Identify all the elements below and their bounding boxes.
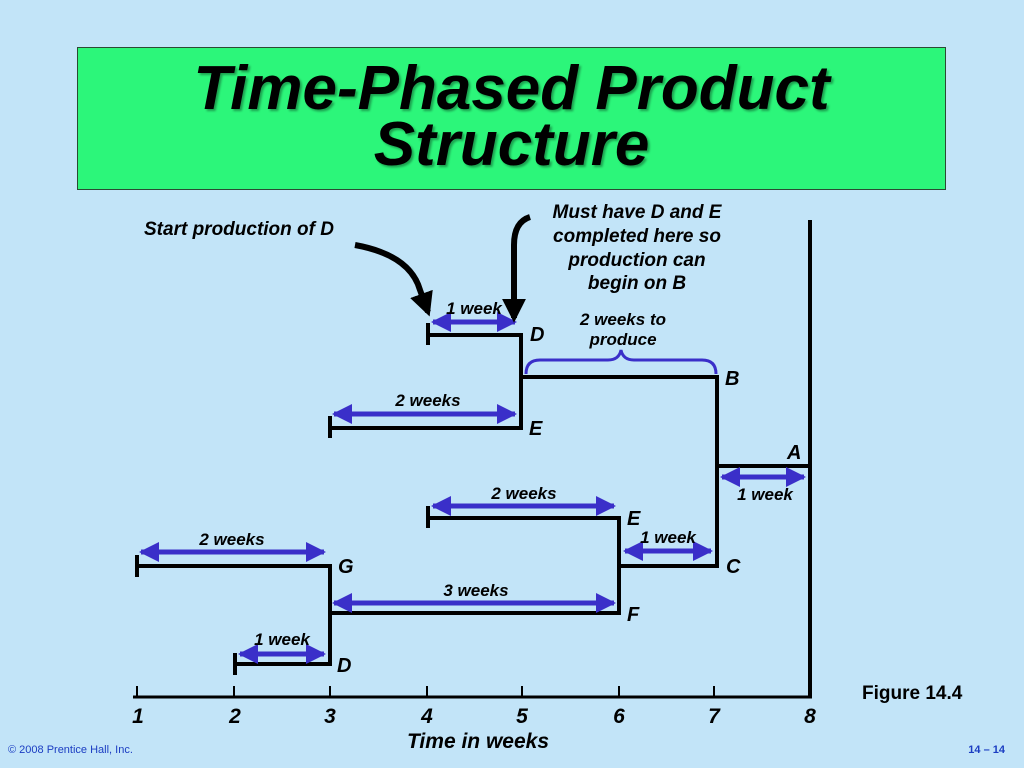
tick-label-4: 4	[420, 705, 433, 728]
axis-tick-marks	[136, 686, 812, 697]
tick-label-6: 6	[613, 705, 625, 728]
brace-b	[524, 349, 718, 375]
tick-label-5: 5	[516, 705, 528, 728]
annotation-two-weeks-line-2: produce	[588, 330, 656, 349]
duration-label-e-top: 2 weeks	[394, 391, 460, 410]
item-label-b: B	[725, 368, 739, 390]
tick-label-8: 8	[804, 705, 816, 728]
item-label-a: A	[786, 442, 801, 464]
item-label-e-mid: E	[627, 508, 641, 530]
item-label-d-bottom: D	[337, 655, 351, 677]
page-number: 14 – 14	[968, 744, 1005, 756]
annotation-must-have-line-2: completed here so	[553, 226, 721, 247]
item-label-c: C	[726, 556, 741, 578]
item-label-g: G	[338, 556, 354, 578]
duration-label-d-top: 1 week	[446, 299, 503, 318]
duration-label-g: 2 weeks	[198, 530, 264, 549]
title-line-2: Structure	[373, 110, 650, 179]
annotation-arrow-start-d	[354, 242, 433, 317]
duration-label-c: 1 week	[640, 528, 697, 547]
annotation-must-have-line-4: begin on B	[588, 273, 686, 294]
annotation-must-have-line-1: Must have D and E	[553, 202, 723, 223]
duration-label-d-bottom: 1 week	[254, 630, 311, 649]
tick-label-7: 7	[708, 705, 721, 728]
item-label-d-top: D	[530, 324, 544, 346]
item-label-e-top: E	[529, 418, 543, 440]
title-line-1: Time-Phased Product	[193, 54, 830, 123]
tick-label-3: 3	[324, 705, 336, 728]
figure-label: Figure 14.4	[862, 683, 963, 704]
tick-label-2: 2	[228, 705, 241, 728]
copyright-notice: © 2008 Prentice Hall, Inc.	[8, 744, 133, 756]
annotation-start-d: Start production of D	[144, 219, 334, 240]
duration-label-e-mid: 2 weeks	[490, 484, 556, 503]
item-label-f: F	[627, 604, 640, 626]
annotation-arrow-must-have	[502, 214, 532, 323]
axis-title: Time in weeks	[407, 730, 549, 753]
tick-label-1: 1	[132, 705, 144, 728]
duration-label-a: 1 week	[737, 485, 794, 504]
duration-label-f: 3 weeks	[443, 581, 508, 600]
annotation-must-have-line-3: production can	[567, 250, 705, 271]
annotation-two-weeks-line-1: 2 weeks to	[579, 310, 666, 329]
title-box: Time-Phased Product Structure	[77, 47, 946, 190]
